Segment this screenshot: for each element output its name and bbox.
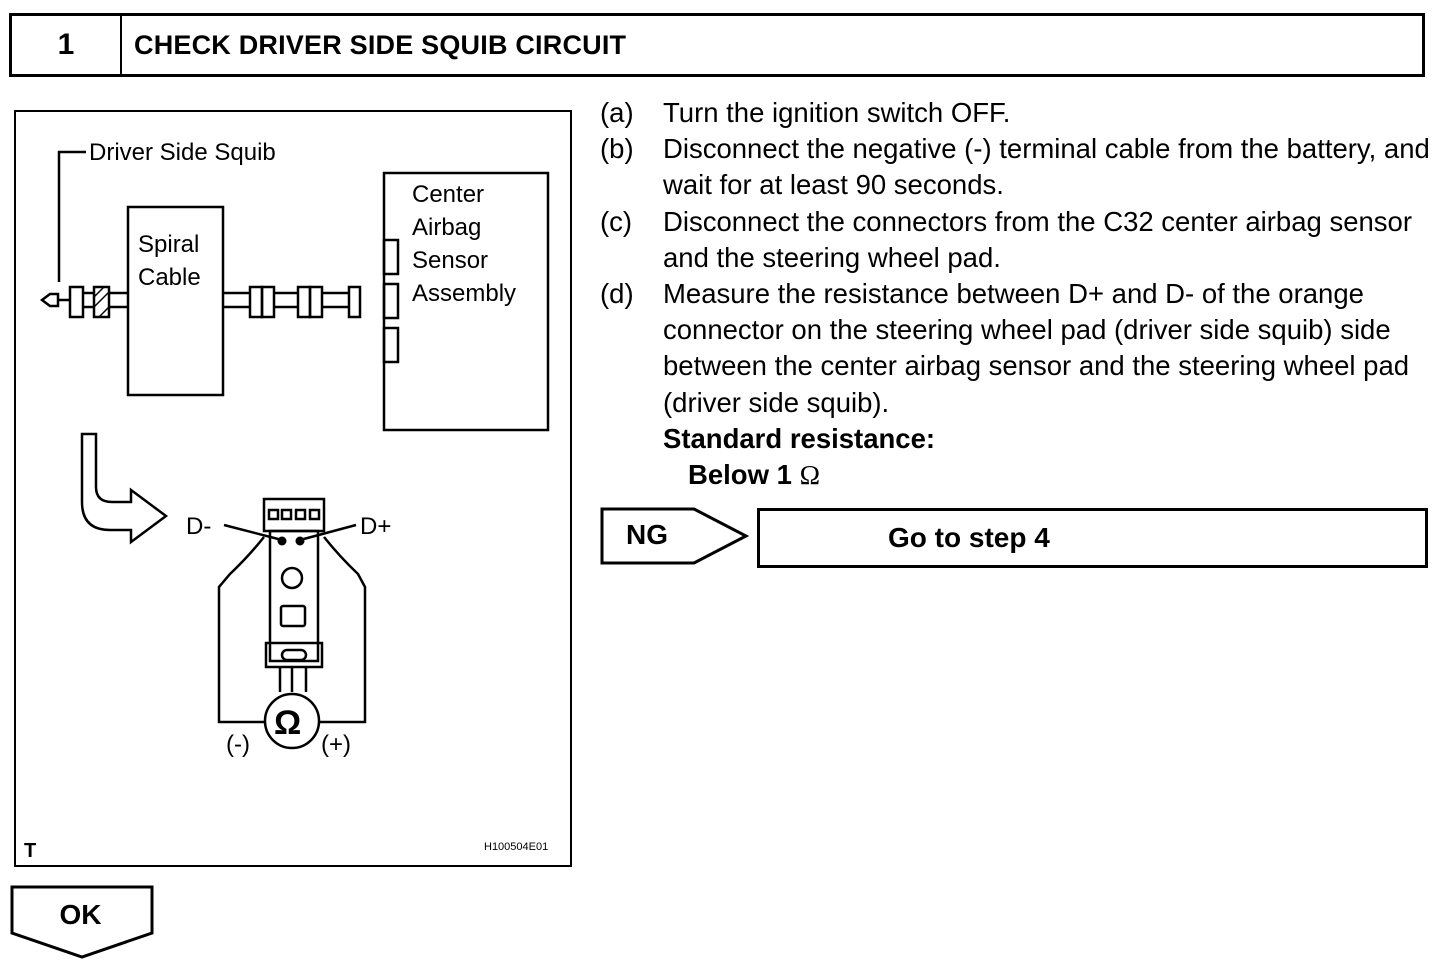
- label-airbag: Airbag: [412, 214, 481, 241]
- label-negative: (-): [226, 731, 250, 758]
- hatched-connector: [92, 285, 111, 319]
- label-sensor: Sensor: [412, 247, 488, 274]
- connector-head: [262, 497, 326, 533]
- squib-leader-line: [57, 150, 86, 282]
- label-assembly: Assembly: [412, 280, 516, 307]
- probe-lead-negative: [217, 536, 265, 724]
- figure-id: H100504E01: [484, 841, 548, 853]
- ok-label: OK: [59, 899, 102, 930]
- connector-base: [264, 641, 324, 669]
- label-cable: Cable: [138, 264, 201, 291]
- step-number: 1: [12, 16, 122, 74]
- wiring-diagram: Driver Side Squib Spiral Cable Center Ai…: [24, 139, 550, 862]
- step-a: (a) Turn the ignition switch OFF.: [600, 95, 1440, 131]
- go-to-step-box[interactable]: Go to step 4: [757, 508, 1428, 568]
- squib-connector: [68, 285, 85, 319]
- ok-arrow-shape: [10, 885, 154, 959]
- ohm-icon: Ω: [274, 704, 301, 742]
- step-title: CHECK DRIVER SIDE SQUIB CIRCUIT: [134, 29, 627, 60]
- squib-tip: [39, 292, 60, 308]
- ng-label: NG: [626, 519, 668, 550]
- step-header: 1 CHECK DRIVER SIDE SQUIB CIRCUIT: [9, 13, 1425, 77]
- step-text: Disconnect the connectors from the C32 c…: [663, 205, 1412, 273]
- step-label: (a): [600, 97, 634, 128]
- label-center: Center: [412, 181, 484, 208]
- step-text: Disconnect the negative (-) terminal cab…: [663, 133, 1430, 201]
- label-driver-side-squib: Driver Side Squib: [89, 139, 276, 166]
- go-to-step-text: Go to step 4: [888, 522, 1050, 553]
- probe-contact-negative: [277, 536, 287, 546]
- step-d: (d) Measure the resistance between D+ an…: [600, 276, 1440, 421]
- ohmmeter-circle: [263, 692, 321, 750]
- step-text: Turn the ignition switch OFF.: [663, 97, 1011, 128]
- label-d-plus: D+: [360, 513, 391, 540]
- probe-contact-positive: [295, 536, 305, 546]
- ohm-unit: Ω: [799, 459, 820, 491]
- probe-lead-positive: [320, 536, 367, 724]
- label-spiral: Spiral: [138, 231, 199, 258]
- step-c: (c) Disconnect the connectors from the C…: [600, 204, 1440, 276]
- spec-value-number: Below 1: [688, 459, 792, 491]
- step-label: (d): [600, 278, 634, 310]
- corner-mark: T: [24, 840, 36, 862]
- label-positive: (+): [321, 731, 351, 758]
- connector-body: [268, 529, 320, 663]
- step-label: (c): [600, 205, 633, 237]
- label-d-minus: D-: [186, 513, 211, 540]
- step-text: Measure the resistance between D+ and D-…: [663, 278, 1410, 418]
- step-label: (b): [600, 133, 634, 165]
- procedure-steps: (a) Turn the ignition switch OFF. (b) Di…: [600, 95, 1440, 493]
- ng-arrow-shape: [600, 507, 750, 565]
- spec-value: Below 1 Ω: [688, 457, 1440, 493]
- wiring-illustration: Driver Side Squib Spiral Cable Center Ai…: [14, 110, 572, 867]
- spec-label: Standard resistance:: [663, 422, 936, 454]
- step-b: (b) Disconnect the negative (-) terminal…: [600, 131, 1440, 203]
- spiral-cable-box: [126, 205, 225, 397]
- bent-arrow: [80, 432, 169, 545]
